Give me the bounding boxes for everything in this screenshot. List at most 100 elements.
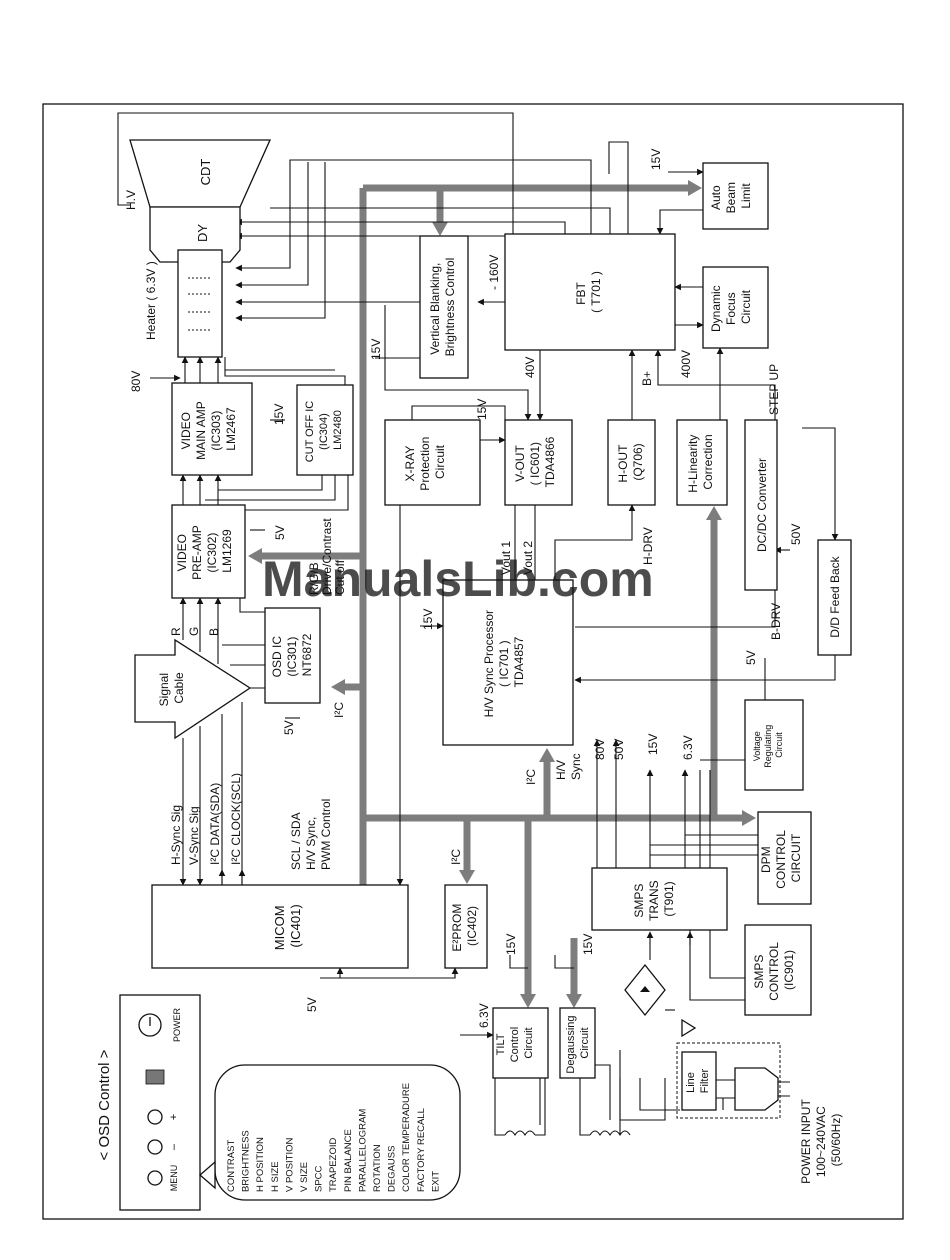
svg-text:V-OUT ( IC601) TDA: V-OUT ( IC601) TDA4866	[513, 436, 557, 487]
rgb-drive-line1: R/G/B	[307, 562, 321, 595]
rgb-drive-line3: Cut off	[333, 559, 347, 595]
power-input-line3: (50/60Hz)	[829, 1114, 843, 1167]
main-amp-block: VIDEO MAIN AMP (IC303) LM2467	[171, 382, 253, 476]
dpm-line1: DPM	[759, 846, 773, 873]
svg-text:SCL / SDA H/V Sync,: SCL / SDA H/V Sync, PWM Control	[289, 799, 333, 870]
svg-text:H/V Sync: H/V Sync	[554, 753, 583, 780]
v15-hvsync-label: 15V	[421, 609, 435, 630]
vblank-line1: Vertical Blanking,	[428, 263, 442, 355]
hlin-line1: H-Linearity	[686, 435, 700, 493]
svg-text:OSD IC (IC301) NT6: OSD IC (IC301) NT6872	[270, 633, 314, 678]
svg-text:VIDEO PRE-AMP (IC3: VIDEO PRE-AMP (IC302) LM1269	[175, 522, 234, 580]
power-button[interactable]	[138, 1013, 162, 1037]
heater-label: Heater ( 6.3V )	[144, 261, 158, 340]
vout-line1: V-OUT	[513, 445, 527, 482]
vm160-label: - 160V	[487, 255, 501, 290]
hlin-line2: Correction	[701, 434, 715, 489]
power-input-section: Line Filter	[494, 963, 790, 1137]
dynamic-focus-block: Dynamic Focus Circuit	[702, 266, 769, 349]
osd-menu-item: CONTRAST	[226, 1140, 237, 1192]
cutoff-line3: LM2480	[332, 410, 344, 450]
v15-tilt-label: 15V	[504, 934, 518, 955]
menu-button[interactable]	[147, 1170, 163, 1186]
smps-trans-line3: (T901)	[662, 881, 676, 916]
osd-menu-item: V POSITION	[284, 1137, 295, 1192]
osd-panel-title: < OSD Control >	[96, 1049, 113, 1160]
svg-text:Signal Cable: Signal Cable	[157, 670, 186, 707]
v50-smps-label: 50V	[612, 739, 626, 760]
vout2-label: Vout 2	[521, 541, 535, 575]
svg-text:X-RAY Protection C: X-RAY Protection Circuit	[403, 433, 447, 490]
svg-text:DPM CONTROL CIRCUI: DPM CONTROL CIRCUIT	[759, 827, 803, 889]
dpm-line3: CIRCUIT	[789, 833, 803, 882]
i2c-hvsync-label: I²C	[524, 769, 538, 785]
h-drv-label: H-DRV	[641, 527, 655, 565]
svg-text:H/V Sync Processor ( IC7: H/V Sync Processor ( IC701 ) TDA4857	[482, 607, 526, 718]
scl-sda-line1: SCL / SDA	[289, 812, 303, 870]
line-filter-line1: Line	[685, 1072, 697, 1093]
v15-vblank-label: 15V	[369, 339, 383, 360]
osd-ic-line1: OSD IC	[270, 636, 284, 678]
preamp-block: VIDEO PRE-AMP (IC302) LM1269	[171, 504, 246, 599]
svg-text:MICOM (IC401): MICOM (IC401)	[272, 902, 303, 950]
v63-tilt-label: 6.3V	[477, 1003, 491, 1028]
micom-block: MICOM (IC401)	[151, 884, 409, 969]
hsync-sig-label: H-Sync Sig	[169, 805, 183, 865]
monitor-icon	[145, 1069, 165, 1085]
abl-line1: Auto	[709, 185, 723, 210]
vout-line3: TDA4866	[543, 436, 557, 487]
degauss-coil-icon	[589, 1130, 631, 1137]
hout-block: H-OUT (Q706)	[607, 419, 656, 506]
vblank-line2: Brightness Control	[443, 258, 457, 357]
svg-text:H-OUT (Q706): H-OUT (Q706)	[616, 441, 645, 482]
osd-menu-item: FACTORY RECALL	[416, 1108, 427, 1192]
eeprom-block: E²PROM (IC402)	[444, 884, 488, 969]
osd-menu-item: EXIT	[430, 1171, 441, 1192]
svg-text:Degaussing Circuit: Degaussing Circuit	[565, 1012, 591, 1073]
smps-trans-block: SMPS TRANS (T901)	[591, 867, 728, 931]
abl-line3: Limit	[739, 183, 753, 209]
main-amp-line1: VIDEO	[179, 412, 193, 449]
v5-preamp-label: 5V	[273, 525, 287, 540]
preamp-line4: LM1269	[220, 529, 234, 573]
signal-cable: Signal Cable	[134, 638, 252, 740]
svg-text:Line Filter: Line Filter	[685, 1068, 711, 1093]
signal-cable-line1: Signal	[157, 673, 171, 706]
osd-menu-item: DEGAUSS	[387, 1146, 398, 1192]
hv-label: H.V	[124, 190, 138, 210]
v5-osd-label: 5V	[282, 720, 296, 735]
power-plug-icon	[734, 1067, 779, 1111]
degauss-line2: Circuit	[579, 1027, 591, 1058]
hvsync-line1: H/V Sync Processor	[482, 610, 496, 717]
hv-sync-line2: Sync	[569, 753, 583, 780]
cutoff-line2: (IC304)	[318, 413, 330, 450]
abl-line2: Beam	[724, 182, 738, 213]
micom-line2: (IC401)	[288, 904, 303, 947]
tilt-line1: TILT	[495, 1033, 507, 1055]
v80-smps-label: 80V	[593, 739, 607, 760]
vout1-label: Vout 1	[499, 541, 513, 575]
vreg-line3: Circuit	[774, 732, 784, 758]
osd-menu-item: V SIZE	[299, 1162, 310, 1192]
svg-text:R/G/B Drive/Contrast: R/G/B Drive/Contrast Cut off	[307, 515, 347, 595]
eeprom-line1: E²PROM	[450, 904, 464, 952]
plus-button[interactable]	[147, 1109, 163, 1125]
vout-block: V-OUT ( IC601) TDA4866	[504, 419, 573, 506]
v15-abl-label: 15V	[649, 149, 663, 170]
degauss-line1: Degaussing	[565, 1015, 577, 1073]
preamp-line1: VIDEO	[175, 534, 189, 571]
rgb-drive-line2: Drive/Contrast	[320, 518, 334, 595]
hv-sync-line1: H/V	[554, 760, 568, 780]
xray-block: X-RAY Protection Circuit	[384, 419, 481, 506]
minus-button[interactable]	[147, 1139, 163, 1155]
vsync-sig-label: V-Sync Sig	[187, 806, 201, 865]
voltage-reg-block: Voltage Regulating Circuit	[744, 699, 804, 791]
svg-text:SMPS CONTROL (IC90: SMPS CONTROL (IC901)	[752, 939, 796, 1001]
step-up-label: STEP UP	[767, 364, 781, 415]
v15-degauss-label: 15V	[581, 934, 595, 955]
vreg-line1: Voltage	[752, 731, 762, 761]
hout-line2: (Q706)	[631, 443, 645, 480]
i2c-data-label: I²C DATA(SDA)	[208, 783, 222, 865]
